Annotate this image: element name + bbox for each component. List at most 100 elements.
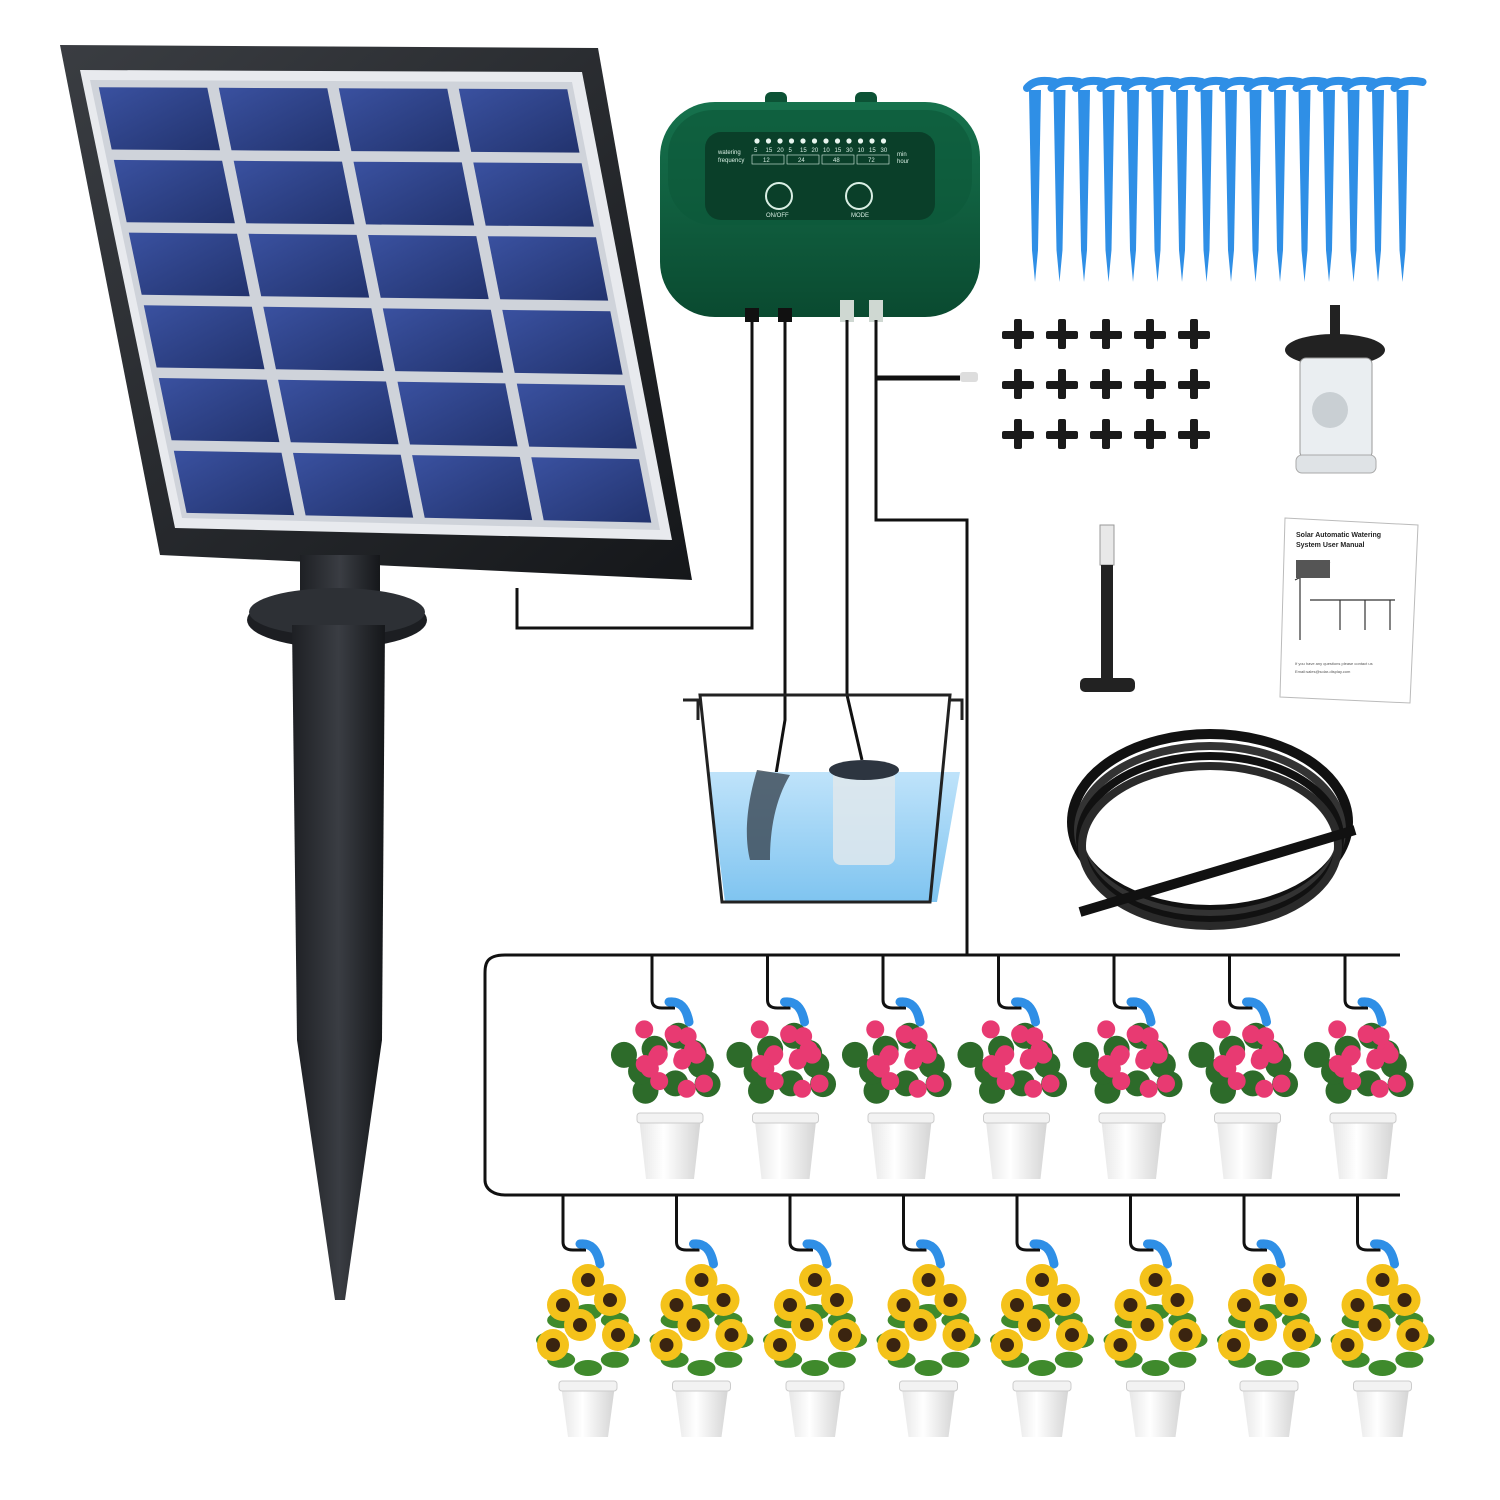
leaf <box>801 1360 829 1376</box>
drip-stake <box>1347 90 1360 282</box>
sunflower-center <box>1254 1318 1268 1332</box>
tee-connector-stem <box>1014 419 1022 449</box>
led <box>788 138 795 144</box>
pink-flower <box>1371 1027 1390 1046</box>
pink-flower <box>866 1055 885 1074</box>
tee-connector-stem <box>1146 369 1154 399</box>
solar-cell <box>458 88 580 153</box>
pot-rim <box>1012 1380 1072 1392</box>
flower-pot <box>674 1385 729 1437</box>
pot-rim <box>785 1380 845 1392</box>
drip-hook <box>997 955 1022 1010</box>
pink-flower <box>1157 1074 1176 1093</box>
stake-head <box>1317 76 1353 92</box>
led <box>823 138 829 144</box>
blue-dripper <box>664 997 694 1027</box>
pot-rim <box>1239 1380 1299 1392</box>
led <box>880 138 887 144</box>
hour-box <box>786 154 820 165</box>
sunflower-center <box>951 1328 966 1342</box>
flower-pot <box>985 1117 1048 1179</box>
minute-value: 30 <box>846 148 853 154</box>
sunflower-center <box>896 1298 911 1312</box>
tee-connector-stem <box>1190 419 1198 449</box>
leaf <box>1395 1351 1424 1368</box>
sunflower-center <box>659 1338 674 1352</box>
drip-stake <box>1102 90 1115 282</box>
sunflower-center <box>943 1293 958 1307</box>
solar-cell <box>218 87 340 151</box>
stake-head <box>1292 76 1329 92</box>
pink-flower <box>1255 1079 1274 1098</box>
drip-stake <box>1029 90 1041 282</box>
sunflower-center <box>1140 1318 1155 1332</box>
pink-flower <box>664 1025 683 1044</box>
power-button[interactable] <box>765 182 793 210</box>
flower-pot <box>561 1385 615 1437</box>
sunflower-center <box>1262 1273 1276 1287</box>
leaf <box>1188 1041 1215 1068</box>
leaf <box>610 1041 637 1068</box>
minute-value: 10 <box>823 148 830 154</box>
tube-connector <box>960 372 978 382</box>
led <box>811 138 818 144</box>
sunflower-center <box>773 1338 787 1352</box>
sunflower-center <box>1010 1298 1024 1312</box>
pink-flower <box>1149 1045 1168 1064</box>
pink-flower <box>996 1072 1015 1091</box>
pink-flower <box>1380 1045 1399 1064</box>
leaf <box>1141 1360 1170 1376</box>
leaf <box>714 1351 743 1368</box>
frequency-label-2: frequency <box>718 158 744 164</box>
pink-flower <box>1366 1051 1385 1070</box>
drip-hook <box>902 1195 927 1252</box>
pink-flower <box>687 1045 706 1064</box>
sunflower-center <box>1027 1318 1041 1332</box>
stake-head <box>1341 76 1378 92</box>
flower-pot <box>639 1117 701 1179</box>
drip-stake <box>1225 90 1237 282</box>
pink-flower <box>765 1045 784 1064</box>
sunflower-center <box>1178 1328 1193 1342</box>
stake-head <box>1268 76 1304 92</box>
mode-button[interactable] <box>845 182 873 210</box>
pink-flower <box>751 1055 770 1074</box>
drip-hook <box>1228 955 1253 1010</box>
sunflower-center <box>1000 1338 1014 1352</box>
sunflower-pots <box>536 1195 1435 1437</box>
blue-dripper <box>1029 1239 1059 1269</box>
led <box>765 138 772 144</box>
solar-cell <box>382 308 504 373</box>
pink-flower <box>1265 1045 1284 1064</box>
pink-flower <box>1370 1079 1389 1098</box>
leaf <box>1054 1351 1083 1368</box>
led <box>869 138 875 144</box>
pot-rim <box>1353 1380 1412 1392</box>
leaf <box>1072 1041 1099 1068</box>
blue-dripper <box>575 1239 605 1269</box>
solar-cell <box>502 309 623 375</box>
leaf <box>1028 1360 1056 1376</box>
sunflower-center <box>694 1273 709 1287</box>
drip-stake <box>1396 90 1409 282</box>
tee-connector-stem <box>1146 319 1154 349</box>
blue-dripper <box>1011 997 1040 1027</box>
pink-flower <box>996 1045 1015 1064</box>
drip-stake <box>1200 90 1213 282</box>
solar-cell <box>338 88 460 152</box>
leaf <box>1255 1360 1283 1376</box>
blue-dripper <box>780 997 809 1027</box>
flower-pot <box>1128 1385 1183 1437</box>
pink-flower <box>803 1045 822 1064</box>
led <box>777 138 783 144</box>
pink-flower <box>1126 1025 1145 1044</box>
pink-flower <box>677 1079 696 1098</box>
pink-flower <box>1212 1020 1231 1039</box>
solar-panel <box>60 45 692 580</box>
pink-flower <box>1242 1025 1261 1044</box>
solar-cell <box>113 159 235 224</box>
sunflower-center <box>1148 1273 1163 1287</box>
